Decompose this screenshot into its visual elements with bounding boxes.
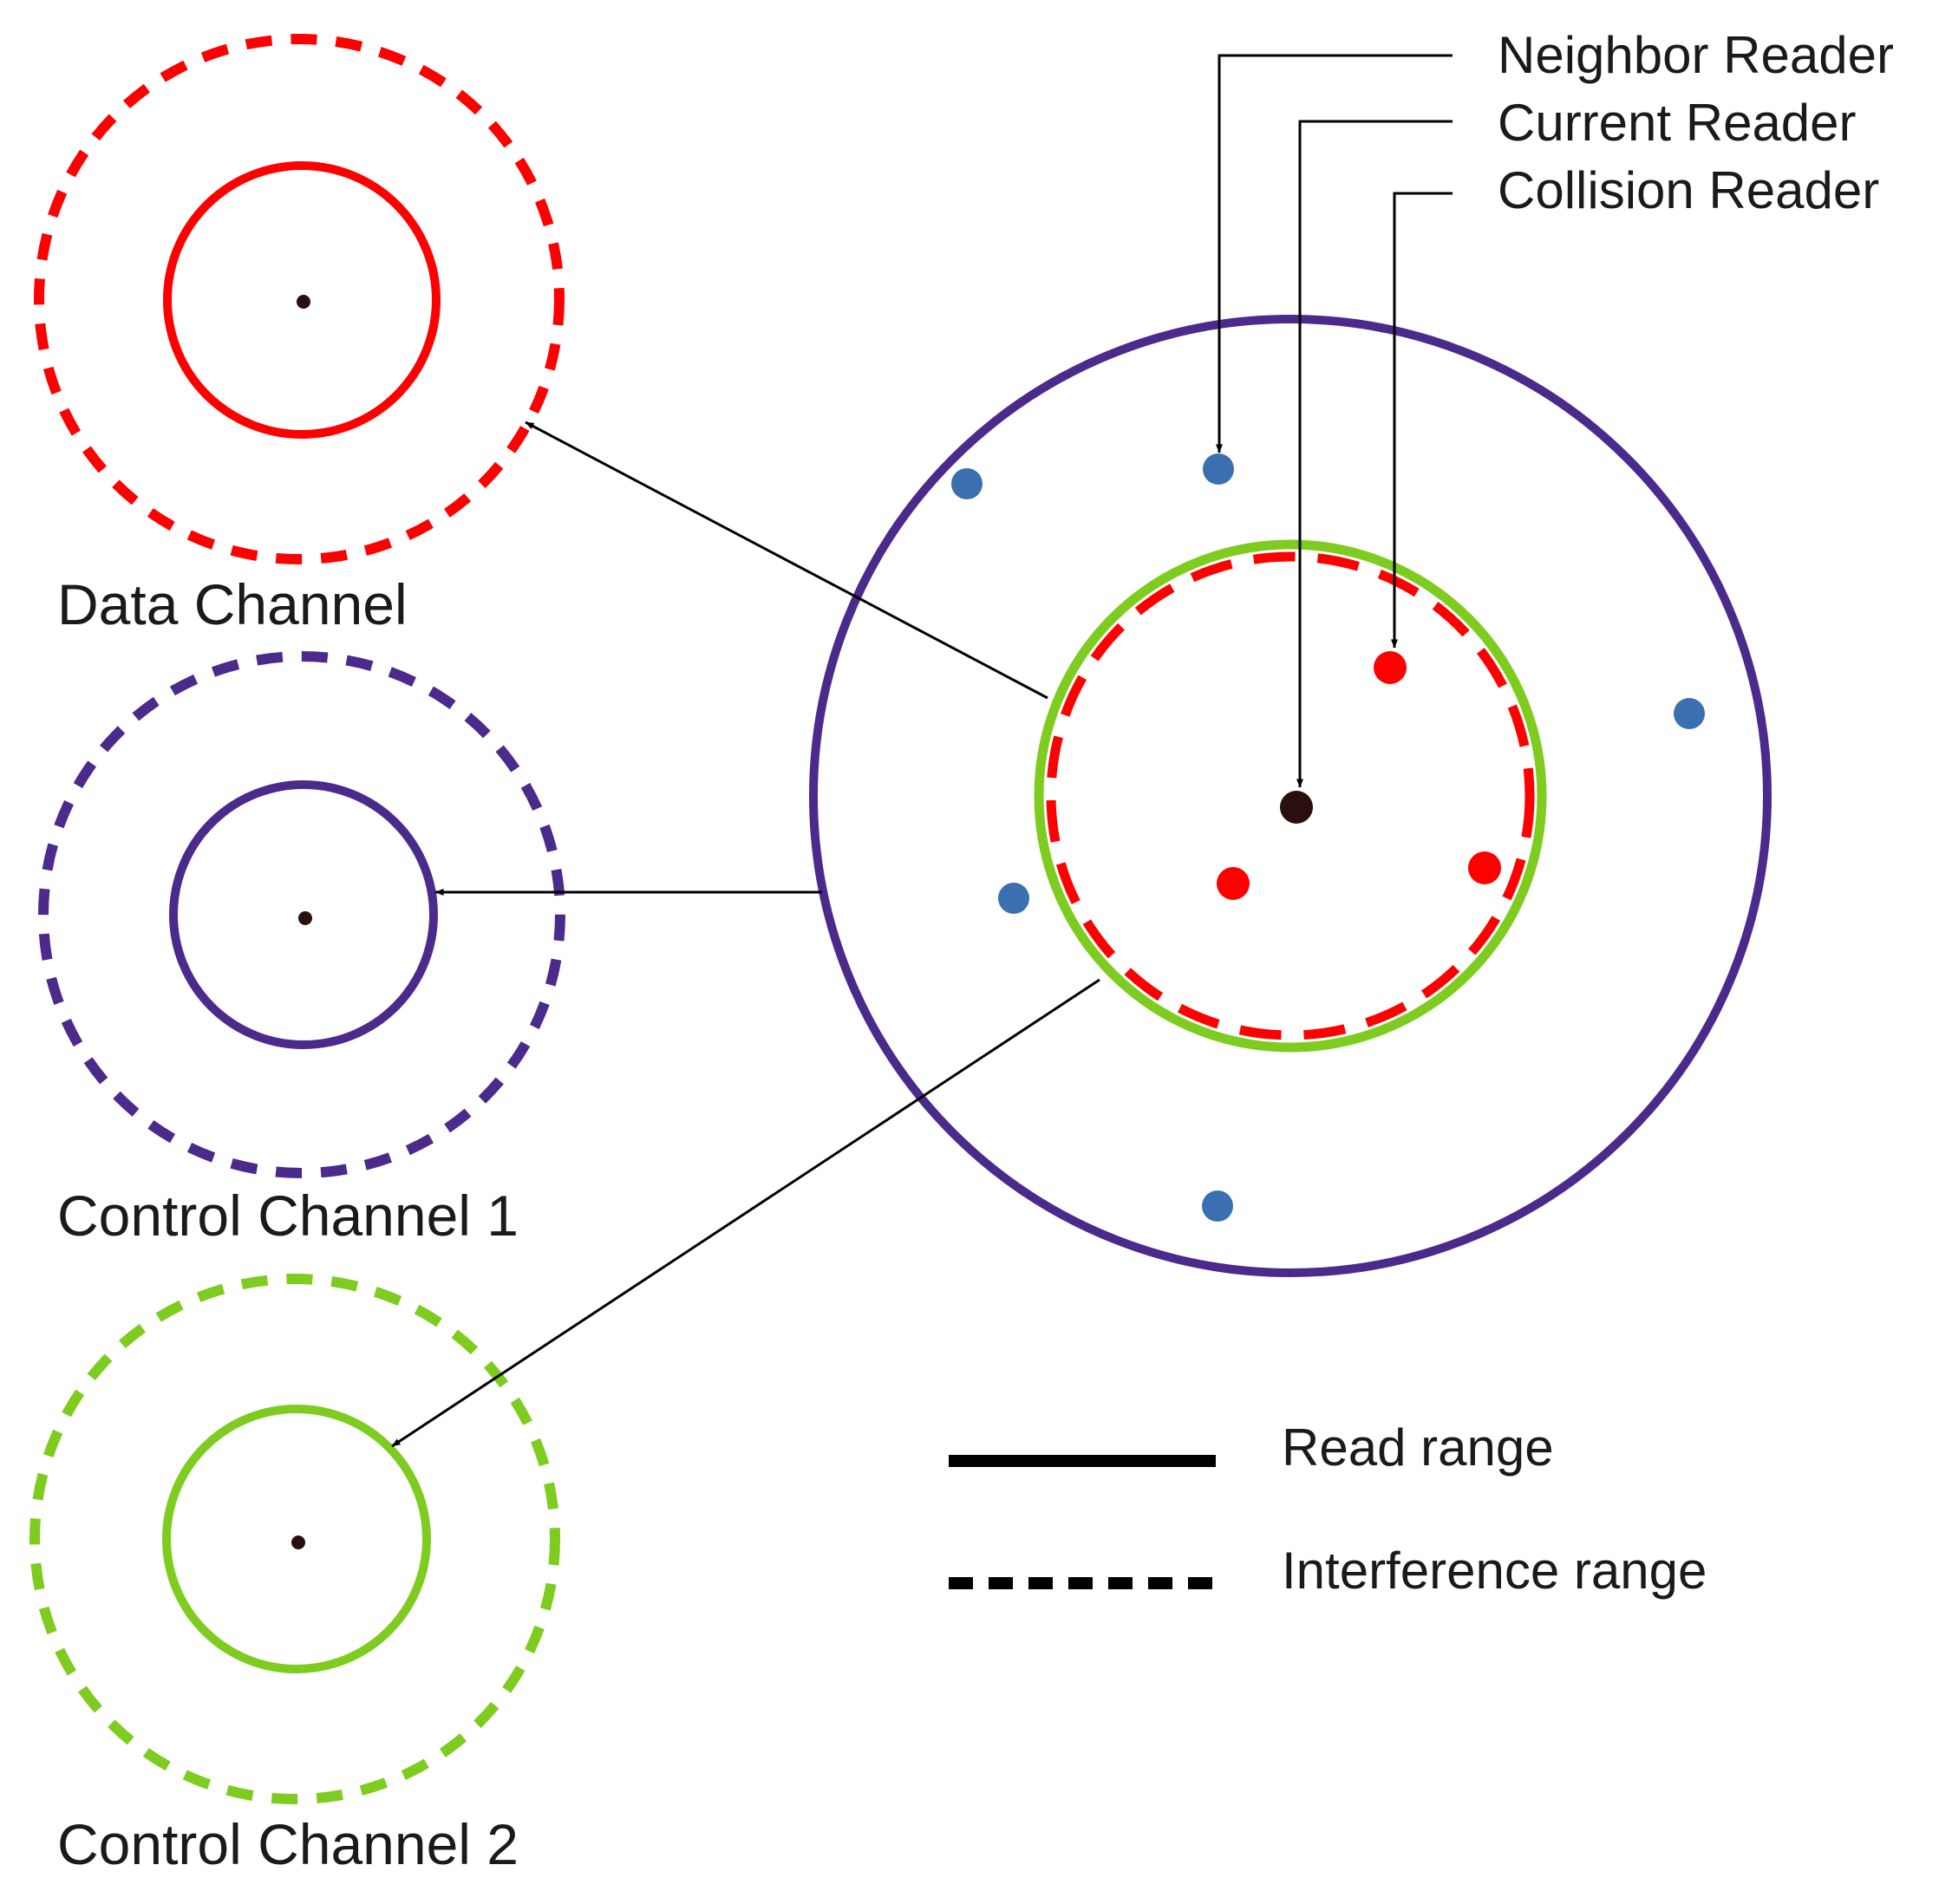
legend-interference-range-label: Interference range xyxy=(1282,1542,1707,1600)
neighbor-reader-label: Neighbor Reader xyxy=(1498,26,1894,84)
neighbor-reader-dot xyxy=(951,468,983,499)
current-reader-pointer xyxy=(1296,120,1453,788)
legend: Read range Interference range xyxy=(949,1418,1707,1600)
data-channel-group: Data Channel xyxy=(34,34,565,636)
control-channel-2-group: Control Channel 2 xyxy=(29,1274,560,1876)
control-channel-2-reader-dot xyxy=(291,1536,305,1549)
control-channel-1-reader-dot xyxy=(298,911,312,925)
current-reader-label: Current Reader xyxy=(1498,94,1857,152)
data-channel-reader-dot xyxy=(297,295,310,309)
arrow-to-control-channel-2 xyxy=(391,978,1100,1448)
control-channel-1-group: Control Channel 1 xyxy=(38,651,565,1248)
control-channel-1-read-circle xyxy=(169,780,438,1049)
control-channel-2-read-circle xyxy=(162,1405,431,1673)
neighbor-reader-dot xyxy=(1674,698,1705,729)
arrow-to-data-channel xyxy=(525,421,1048,700)
neighbor-reader-dot xyxy=(1202,1190,1233,1222)
control-channel-2-label: Control Channel 2 xyxy=(57,1812,519,1876)
control-channel-1-interference-circle xyxy=(38,651,565,1178)
collision-reader-dot xyxy=(1374,651,1407,684)
control-channel-1-label: Control Channel 1 xyxy=(57,1183,519,1248)
channel-arrows xyxy=(391,421,1100,1448)
data-channel-label: Data Channel xyxy=(57,572,408,636)
collision-reader-pointer xyxy=(1391,192,1453,649)
control-channel-2-range-circle xyxy=(1034,539,1547,1053)
control-channel-2-interference-circle xyxy=(29,1274,560,1804)
data-channel-interference-circle xyxy=(34,34,565,564)
pointer-lines xyxy=(1216,54,1453,788)
neighbor-reader-dot xyxy=(1203,453,1234,485)
neighbor-reader-pointer xyxy=(1216,54,1453,453)
collision-reader-dot xyxy=(1217,867,1250,900)
data-channel-read-circle xyxy=(163,161,441,439)
control-channel-1-range-circle xyxy=(809,315,1772,1277)
data-channel-interference-range-circle xyxy=(1046,551,1535,1040)
collision-reader-label: Collision Reader xyxy=(1498,161,1879,219)
main-reader-area xyxy=(809,315,1772,1277)
neighbor-reader-dot xyxy=(998,883,1029,914)
collision-reader-dot xyxy=(1468,851,1501,884)
current-reader-dot xyxy=(1280,791,1313,824)
legend-read-range-label: Read range xyxy=(1282,1418,1554,1477)
